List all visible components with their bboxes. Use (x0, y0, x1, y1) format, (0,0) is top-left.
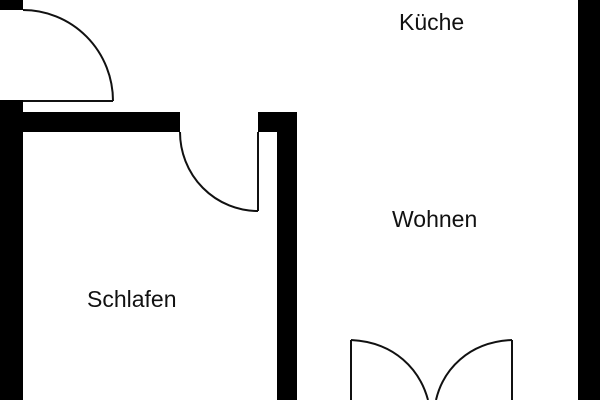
room-label-kueche: Küche (399, 9, 465, 35)
wall-schlafen-top-right-stub (258, 112, 297, 132)
door-swing-arc-left (350, 339, 429, 400)
wall-schlafen-top (23, 112, 180, 132)
door-swing-arc-right (435, 339, 513, 400)
door-top-left (22, 9, 114, 102)
room-label-wohnen: Wohnen (392, 206, 478, 232)
door-schlafen (179, 131, 259, 212)
wall-right-outer (578, 0, 600, 400)
door-swing-arc (179, 131, 259, 212)
wall-top-left-stub (0, 0, 23, 10)
wall-schlafen-right (277, 132, 297, 400)
door-wohnen-double (350, 339, 513, 400)
wall-left-outer (0, 100, 23, 400)
door-swing-arc (22, 9, 114, 102)
room-label-schlafen: Schlafen (87, 286, 177, 312)
